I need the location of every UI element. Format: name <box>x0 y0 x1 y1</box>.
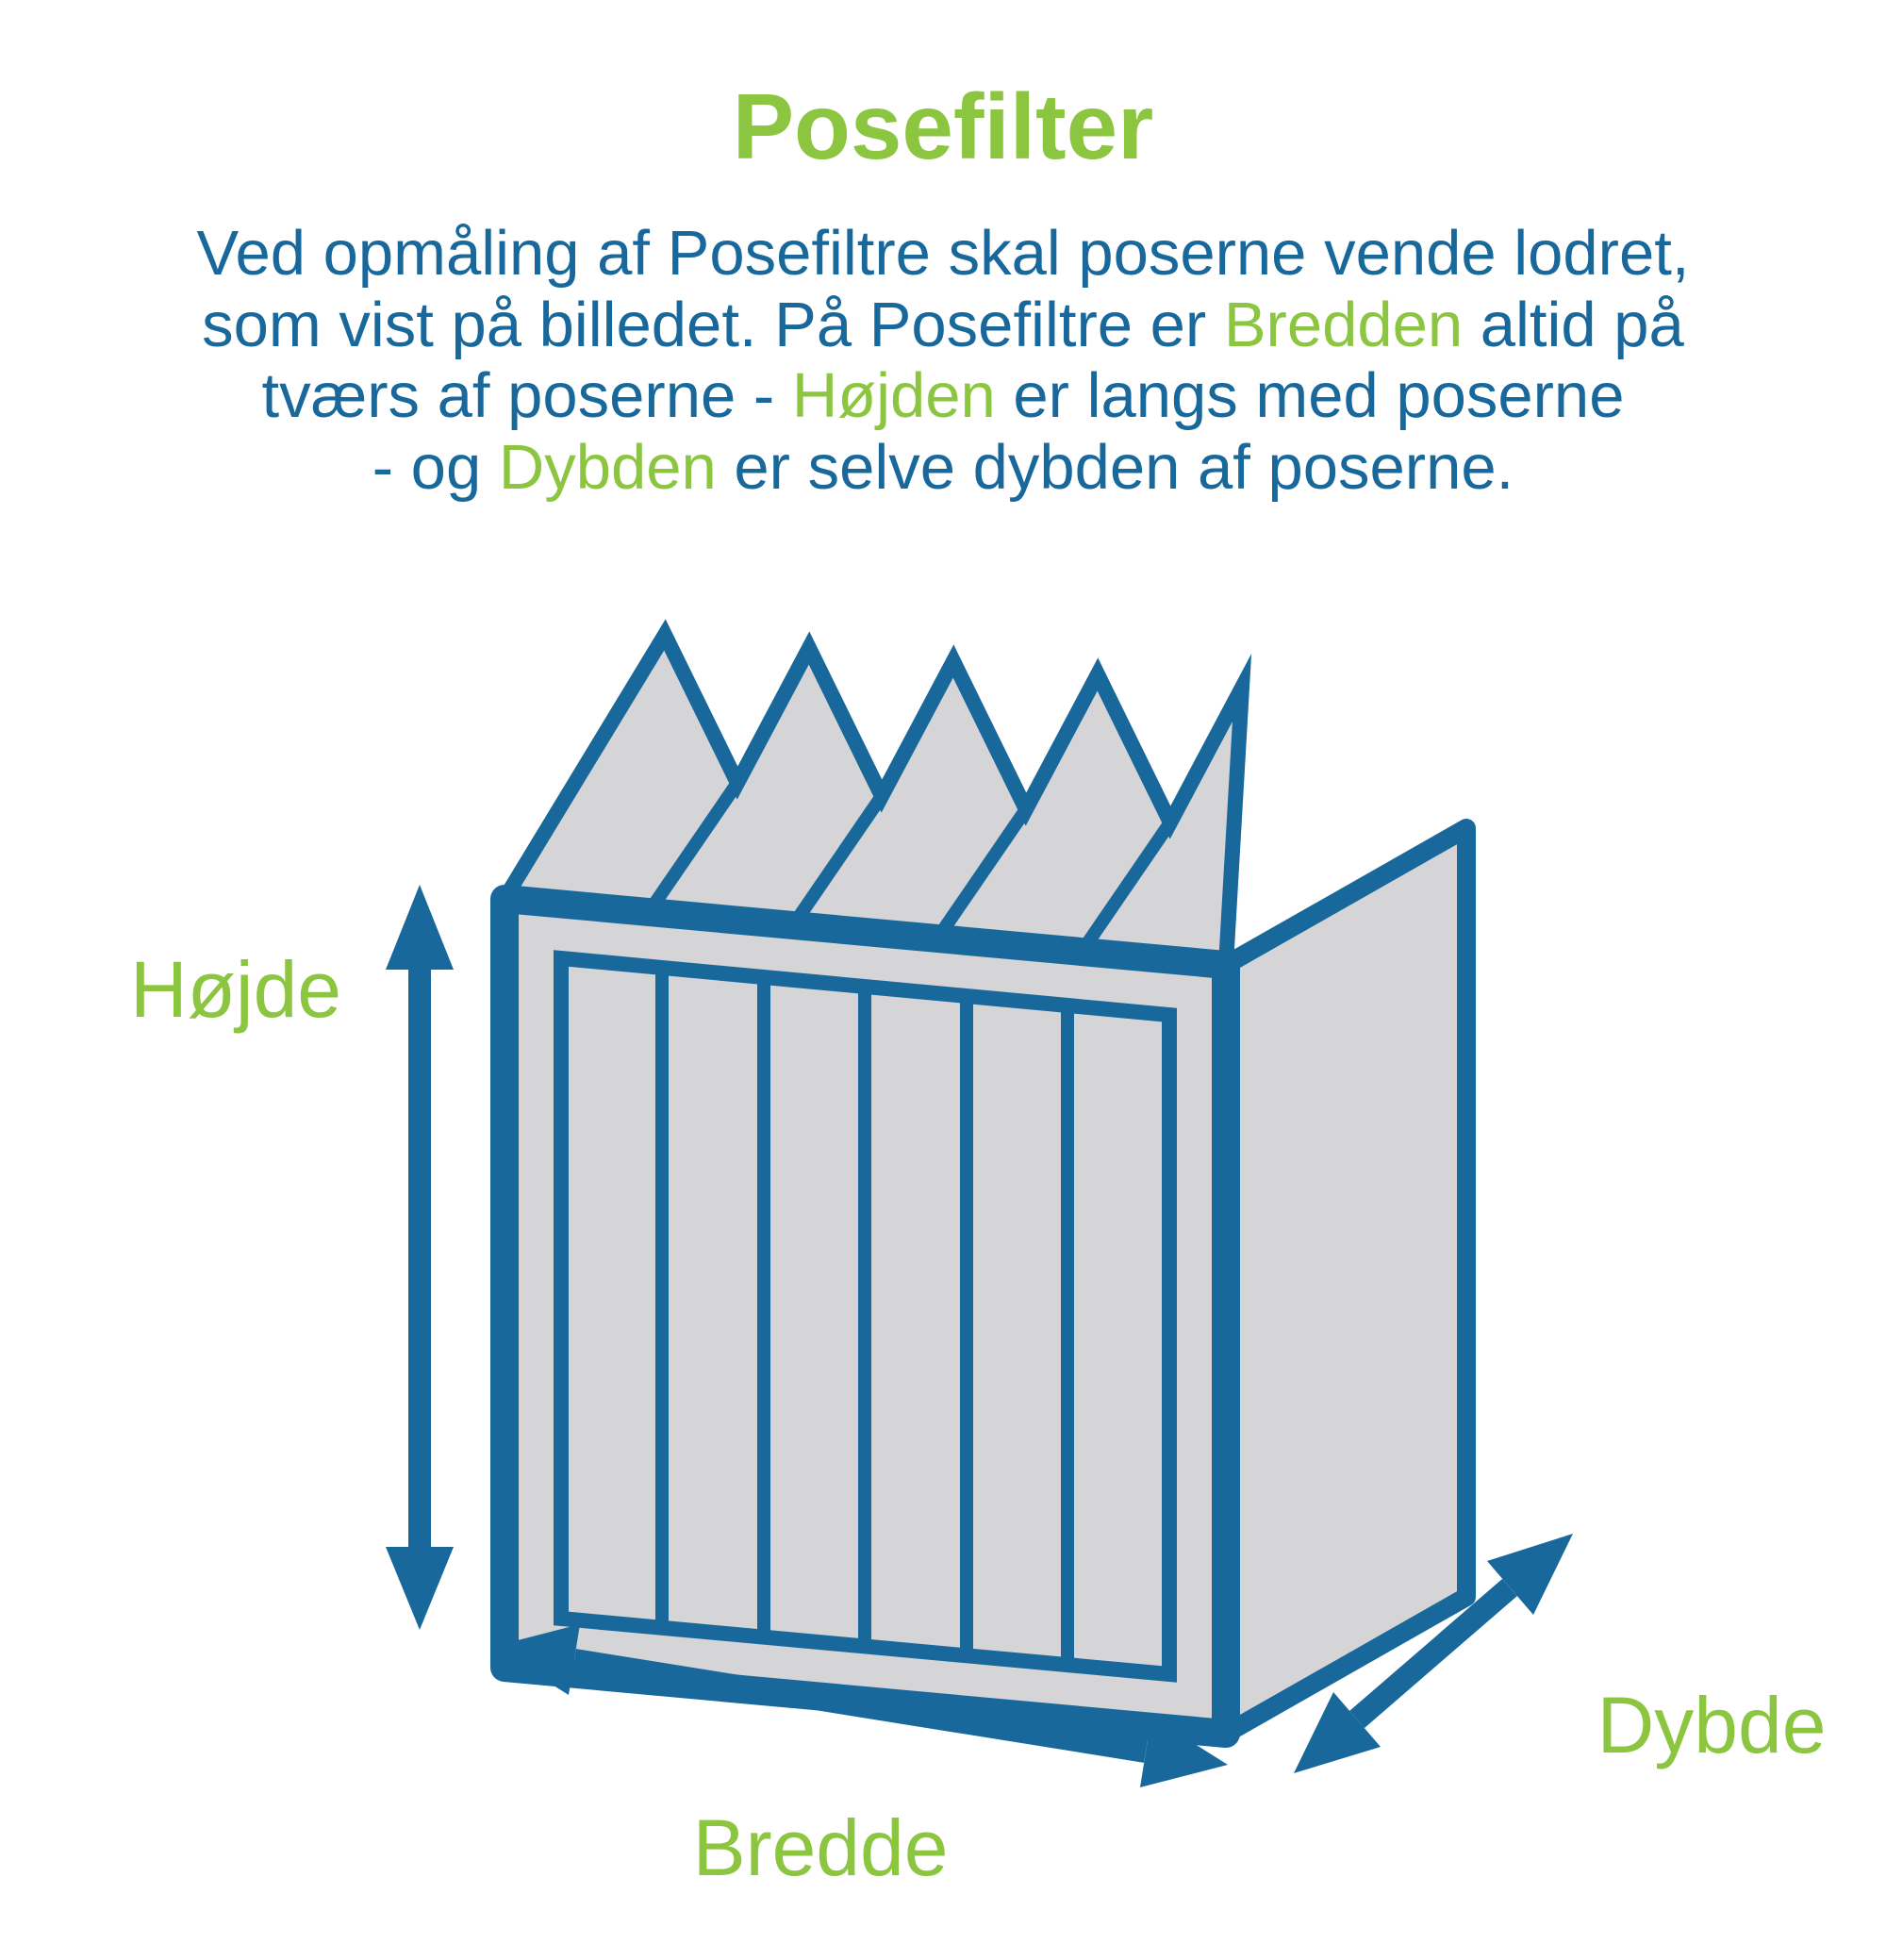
arrow-left-icon <box>492 1624 580 1695</box>
intro-segment: altid på <box>1463 289 1684 360</box>
intro-segment: tværs af poserne - <box>261 360 792 432</box>
arrow-up-right-icon <box>1487 1534 1573 1615</box>
width-arrow <box>492 1624 1228 1787</box>
height-arrow <box>386 885 454 1630</box>
intro-line-4: - og Dybden er selve dybden af poserne. <box>0 432 1886 504</box>
bag-seam-line <box>643 779 743 916</box>
intro-segment-highlight-bredden: Bredden <box>1223 289 1464 360</box>
depth-label: Dybde <box>1597 1681 1827 1769</box>
width-arrow-shaft <box>572 1649 1148 1763</box>
intro-segment-highlight-dybden: Dybden <box>498 432 717 504</box>
intro-line-2: som vist på billedet. På Posefiltre er B… <box>0 290 1886 361</box>
intro-line-3: tværs af poserne - Højden er langs med p… <box>0 360 1886 432</box>
width-label: Bredde <box>693 1803 949 1892</box>
bag-seam-line <box>787 792 887 929</box>
intro-segment: er selve dybden af poserne. <box>716 432 1514 504</box>
bag-seam-line <box>1076 819 1176 955</box>
intro-segment-highlight-hojden: Højden <box>791 360 996 432</box>
arrow-down-left-icon <box>1294 1692 1381 1773</box>
filter-illustration <box>490 619 1476 1748</box>
intro-segment: er langs med poserne <box>995 360 1625 432</box>
depth-arrow <box>1294 1534 1573 1773</box>
arrow-up-icon <box>386 885 454 970</box>
filter-side-panel <box>1216 819 1476 1743</box>
depth-arrow-shaft <box>1349 1578 1517 1729</box>
intro-segment: Ved opmåling af Posefiltre skal poserne … <box>196 218 1690 289</box>
intro-segment: som vist på billedet. På Posefiltre er <box>202 289 1224 360</box>
arrow-down-icon <box>386 1547 454 1630</box>
height-label: Højde <box>130 945 341 1034</box>
bag-seam-line <box>932 806 1032 942</box>
intro-line-1: Ved opmåling af Posefiltre skal poserne … <box>0 218 1886 290</box>
intro-text: Ved opmåling af Posefiltre skal poserne … <box>0 218 1886 504</box>
bag-filter-diagram: Højde Bredde Dybde <box>130 619 1827 1892</box>
page-title: Posefilter <box>732 75 1154 178</box>
intro-segment: - og <box>372 432 499 504</box>
arrow-right-icon <box>1140 1717 1228 1787</box>
